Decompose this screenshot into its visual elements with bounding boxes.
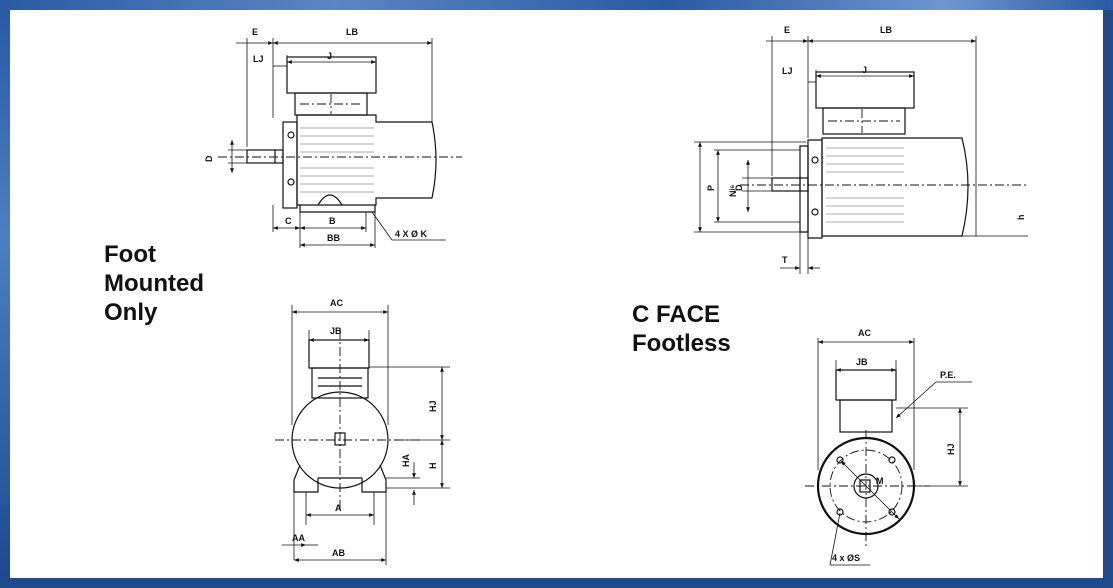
foot-end-view: AC JB HJ H HA A AA AB <box>275 298 450 565</box>
cface-label-T: T <box>782 255 788 265</box>
right-title-line-1: C FACE <box>632 301 721 328</box>
cface-end-label-HJ: HJ <box>946 443 956 455</box>
foot-label-K: 4 X Ø K <box>395 229 428 239</box>
foot-label-BB: BB <box>327 233 340 243</box>
cface-end-view: M AC JB P.E. HJ 4 x ØS <box>805 328 972 566</box>
cface-label-E: E <box>784 25 790 35</box>
cface-label-D: D <box>734 184 744 191</box>
cface-end-label-JB: JB <box>856 357 868 367</box>
right-title: C FACE Footless <box>632 300 731 358</box>
left-title-line-1: Foot <box>104 241 156 268</box>
cface-end-label-M: M <box>876 476 884 486</box>
cface-end-label-S: 4 x ØS <box>832 553 860 563</box>
left-title-line-2: Mounted <box>104 270 204 297</box>
foot-side-view: E LB LJ J D C B BB 4 X Ø K <box>204 27 462 248</box>
cface-side-view: E LB LJ J P Nʲ⁶ D T h <box>694 25 1028 274</box>
right-title-line-2: Footless <box>632 330 731 357</box>
foot-end-label-JB: JB <box>330 326 342 336</box>
cface-label-h: h <box>1016 215 1026 221</box>
foot-label-B: B <box>329 216 336 226</box>
foot-end-label-H: H <box>428 463 438 470</box>
foot-end-label-AC: AC <box>330 298 343 308</box>
foot-end-label-AB: AB <box>332 548 345 558</box>
foot-end-label-HJ: HJ <box>428 400 438 412</box>
foot-label-LB: LB <box>346 27 358 37</box>
cface-label-LB: LB <box>880 25 892 35</box>
cface-end-label-PE: P.E. <box>940 370 956 380</box>
foot-end-label-HA: HA <box>401 454 411 467</box>
cface-label-P: P <box>706 185 716 191</box>
left-title-line-3: Only <box>104 299 158 326</box>
cface-label-LJ: LJ <box>782 66 793 76</box>
foot-end-label-AA: AA <box>292 533 305 543</box>
cface-label-N: Nʲ⁶ <box>728 185 738 197</box>
foot-label-E: E <box>252 27 258 37</box>
foot-label-J: J <box>327 51 332 61</box>
foot-end-label-A: A <box>335 503 342 513</box>
cface-label-J: J <box>862 65 867 75</box>
foot-label-C: C <box>285 216 292 226</box>
foot-label-D: D <box>204 155 214 162</box>
left-title: Foot Mounted Only <box>104 240 204 327</box>
cface-end-label-AC: AC <box>858 328 871 338</box>
foot-label-LJ: LJ <box>253 54 264 64</box>
